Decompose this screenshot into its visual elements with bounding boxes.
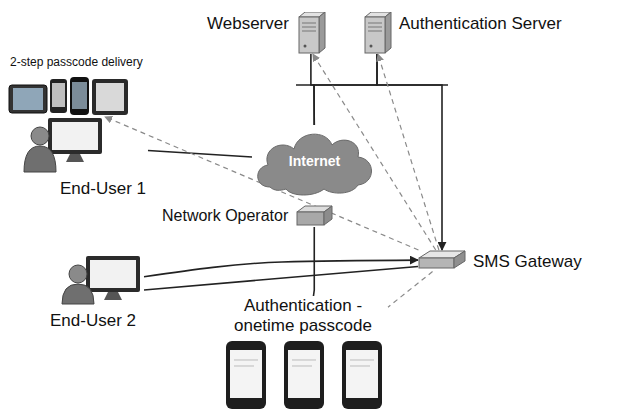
device-group: 2-step passcode delivery xyxy=(8,56,145,117)
monitor-screen xyxy=(90,260,136,288)
network-operator: Network Operator xyxy=(160,205,333,227)
server-led xyxy=(303,45,306,48)
server-icon xyxy=(362,12,392,54)
user-icon xyxy=(44,254,144,306)
server-led xyxy=(370,45,373,48)
person-head xyxy=(69,265,87,283)
screen-line xyxy=(350,366,370,367)
phone xyxy=(342,341,382,409)
phone-screen xyxy=(230,350,262,398)
server-slot xyxy=(368,31,382,32)
solid-connector xyxy=(313,227,315,296)
server-slot xyxy=(302,31,316,32)
monitor-frame xyxy=(48,118,102,154)
person-body xyxy=(62,284,94,304)
dashed-connector xyxy=(378,54,439,250)
server-front xyxy=(299,17,319,53)
monitor-stand xyxy=(104,292,122,300)
router-side xyxy=(324,206,332,225)
cloud-shape xyxy=(258,134,372,195)
node-label: End-User 2 xyxy=(48,311,138,331)
screen-line xyxy=(350,360,374,361)
person-head xyxy=(31,127,49,145)
solid-connector xyxy=(377,54,442,250)
phone-screen xyxy=(52,83,65,107)
server-slot xyxy=(302,27,316,28)
server-node: Authentication Server xyxy=(362,12,564,54)
server-side xyxy=(319,12,325,53)
node-label: SMS Gateway xyxy=(471,252,584,272)
node-label: 2-step passcode delivery xyxy=(8,56,145,70)
node-label: Authentication - onetime passcode xyxy=(221,296,385,335)
solid-connector xyxy=(144,260,418,277)
phone-screen xyxy=(346,350,378,398)
dashed-connector xyxy=(105,117,419,250)
monitor-stand xyxy=(66,154,84,162)
node-label: Internet xyxy=(287,153,342,169)
server-slot xyxy=(368,23,382,24)
server-slot xyxy=(302,23,316,24)
solid-connector xyxy=(314,54,377,125)
phones-icon xyxy=(218,340,388,410)
tablet xyxy=(92,79,128,115)
monitor-screen xyxy=(52,122,98,150)
tablet xyxy=(9,85,47,113)
screen-line xyxy=(292,360,316,361)
user-icon xyxy=(14,116,106,174)
gateway-side xyxy=(454,251,465,268)
phone xyxy=(70,77,89,115)
screen-line xyxy=(234,360,258,361)
screen-line xyxy=(234,366,254,367)
phone xyxy=(50,79,67,113)
internet-cloud: Internet xyxy=(252,125,377,197)
router-front xyxy=(297,212,324,225)
server-front xyxy=(365,17,385,53)
phone-group: Authentication - onetime passcode xyxy=(218,296,388,410)
node-label: Authentication Server xyxy=(397,14,564,34)
router-icon xyxy=(295,205,333,227)
phone xyxy=(284,341,324,409)
server-icon xyxy=(296,12,326,54)
node-label: Webserver xyxy=(205,14,291,34)
person-body xyxy=(24,146,56,172)
solid-connector xyxy=(144,267,418,290)
tablet-screen xyxy=(96,83,124,111)
server-slot xyxy=(368,27,382,28)
phone-screen xyxy=(72,82,87,109)
phone xyxy=(226,341,266,409)
gateway-front xyxy=(419,258,454,268)
server-node: Webserver xyxy=(205,12,326,54)
screen-line xyxy=(292,366,312,367)
tablet-screen xyxy=(13,88,43,110)
gateway-icon xyxy=(418,250,466,270)
devices-icon xyxy=(8,75,130,117)
node-label: Network Operator xyxy=(160,207,290,225)
solid-connector xyxy=(148,151,252,158)
server-side xyxy=(385,12,391,53)
end-user: End-User 1 xyxy=(14,116,148,199)
dashed-connector xyxy=(388,272,433,308)
monitor-frame xyxy=(86,256,140,292)
phone-screen xyxy=(288,350,320,398)
sms-gateway: SMS Gateway xyxy=(418,250,584,272)
node-label: End-User 1 xyxy=(58,179,148,199)
end-user: End-User 2 xyxy=(44,254,144,331)
